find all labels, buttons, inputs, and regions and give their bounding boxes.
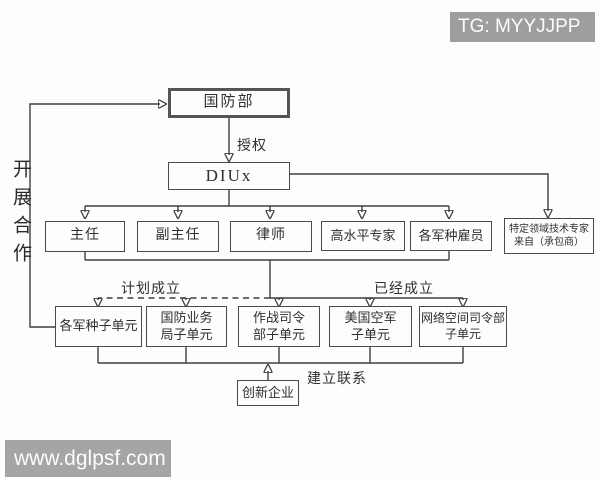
node-director: 主任 bbox=[45, 221, 125, 252]
node-deputy-director: 副主任 bbox=[137, 221, 219, 252]
node-cyber-command-subunit: 网络空间司令部 子单元 bbox=[419, 306, 507, 347]
side-label-cooperation: 开展合作 bbox=[10, 159, 31, 271]
node-diux: DIUx bbox=[168, 162, 290, 190]
node-usaf-subunit: 美国空军 子单元 bbox=[329, 306, 412, 347]
node-defense-business-subunit: 国防业务 局子单元 bbox=[146, 306, 227, 347]
node-department-of-defense: 国防部 bbox=[168, 88, 290, 118]
edge-label-authorization: 授权 bbox=[237, 139, 267, 154]
node-contractor-experts: 特定领域技术专家 来自（承包商） bbox=[504, 218, 594, 254]
node-service-subunit: 各军种子单元 bbox=[55, 306, 142, 347]
edge-cooperation bbox=[29, 104, 160, 328]
edge-label-establish-contact: 建立联系 bbox=[307, 372, 367, 387]
node-combatant-command-subunit: 作战司令 部子单元 bbox=[238, 306, 320, 347]
edge-diux-to-contractor bbox=[290, 173, 548, 211]
telegram-badge: TG: MYYJJPP bbox=[450, 12, 595, 42]
node-service-employees: 各军种雇员 bbox=[410, 221, 492, 251]
node-lawyer: 律师 bbox=[230, 221, 312, 252]
node-innovative-enterprises: 创新企业 bbox=[237, 380, 299, 406]
node-high-level-experts: 高水平专家 bbox=[321, 221, 405, 251]
watermark-badge: www.dglpsf.com bbox=[5, 440, 171, 477]
edge-label-established: 已经成立 bbox=[374, 282, 434, 297]
edge-label-planned: 计划成立 bbox=[121, 282, 181, 297]
